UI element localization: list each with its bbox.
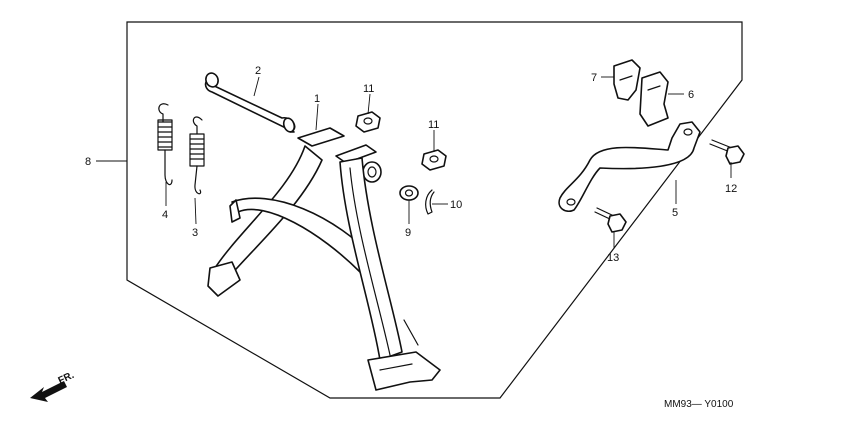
leader-2 <box>253 76 260 97</box>
bolt-lower <box>594 207 627 233</box>
callout-11-upper: 11 <box>363 83 374 95</box>
callout-10: 10 <box>450 199 462 211</box>
callout-4: 4 <box>162 209 168 221</box>
stopper-arm <box>558 121 701 213</box>
callout-2: 2 <box>255 65 261 77</box>
leader-1 <box>315 103 319 131</box>
callout-12: 12 <box>725 183 737 195</box>
main-stand <box>207 127 441 391</box>
callout-3: 3 <box>192 227 198 239</box>
callout-9: 9 <box>405 227 411 239</box>
spring-short <box>189 116 205 195</box>
front-direction-arrow-icon <box>30 381 67 402</box>
callout-7: 7 <box>591 72 597 84</box>
leader-3 <box>194 197 197 225</box>
callout-13: 13 <box>607 252 619 264</box>
assembly-frame <box>126 21 743 399</box>
bracket-large <box>639 71 669 127</box>
callout-1: 1 <box>314 93 320 105</box>
leader-11-upper <box>367 93 371 115</box>
callout-5: 5 <box>672 207 678 219</box>
cotter-pin <box>425 189 435 215</box>
bolt-upper <box>709 139 745 165</box>
callout-11-lower: 11 <box>428 119 439 131</box>
pivot-shaft <box>204 72 296 133</box>
nut-lower <box>421 149 447 171</box>
spring-long <box>157 103 173 186</box>
nut-upper <box>355 111 381 133</box>
callout-6: 6 <box>688 89 694 101</box>
bracket-small <box>613 59 641 101</box>
washer <box>399 185 419 201</box>
diagram-code: MM93— Y0100 <box>664 399 734 410</box>
callout-8: 8 <box>85 156 91 168</box>
front-direction-label: FR. <box>57 370 76 387</box>
